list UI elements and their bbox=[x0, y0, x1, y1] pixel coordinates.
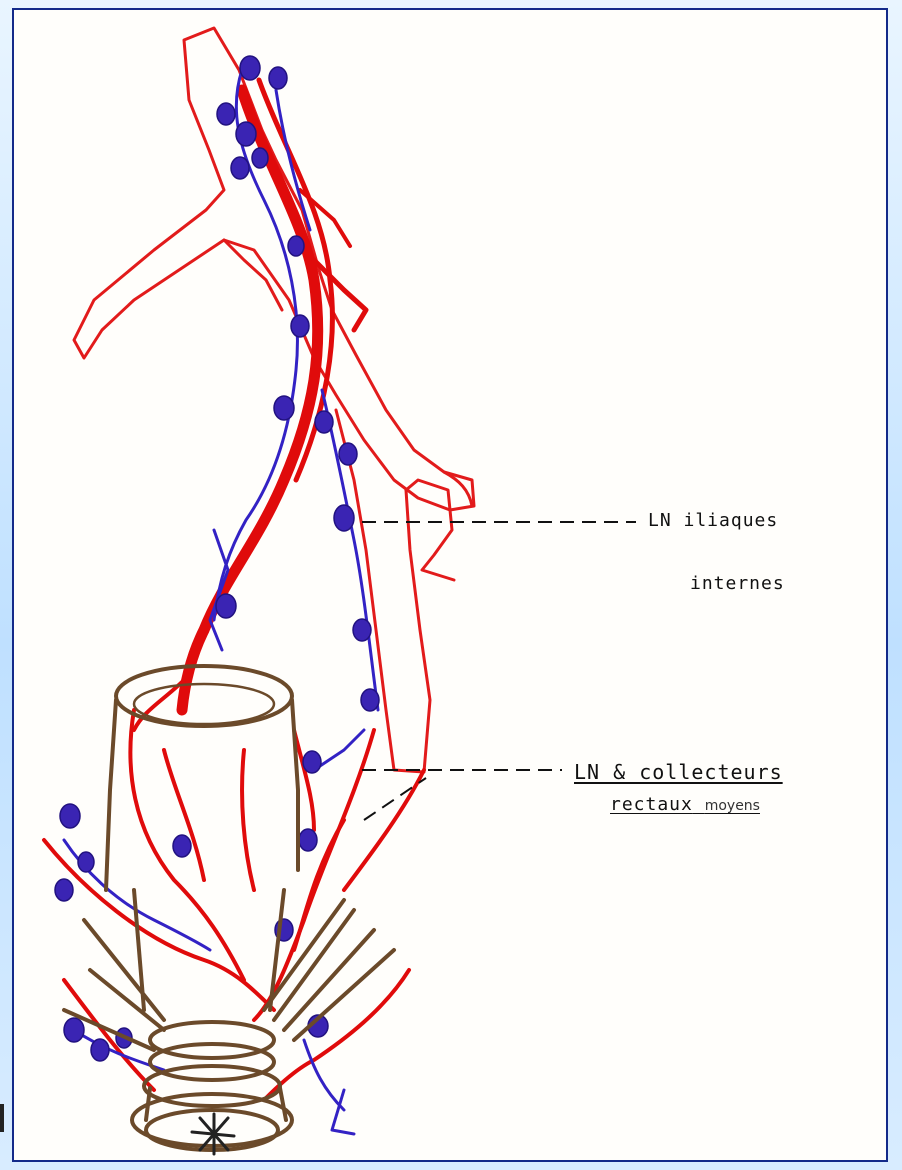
diagram-frame: LN iliaques internes LN & collecteurs re… bbox=[12, 8, 888, 1162]
label-moyens-word: moyens bbox=[705, 798, 760, 814]
label-rectal-collectors-line2: rectaux moyens bbox=[610, 794, 760, 815]
main-artery bbox=[182, 80, 366, 710]
label-rectal-collectors: LN & collecteurs bbox=[574, 760, 783, 784]
label-iliac-nodes: LN iliaques bbox=[648, 510, 778, 531]
lymph-nodes bbox=[55, 56, 379, 1061]
label-rectal-word: rectaux bbox=[610, 794, 693, 815]
edge-mark bbox=[0, 1104, 4, 1132]
rectal-arteries bbox=[44, 680, 424, 1100]
iliac-artery-outline bbox=[74, 28, 474, 772]
label-iliac-nodes-line2: internes bbox=[690, 573, 785, 594]
